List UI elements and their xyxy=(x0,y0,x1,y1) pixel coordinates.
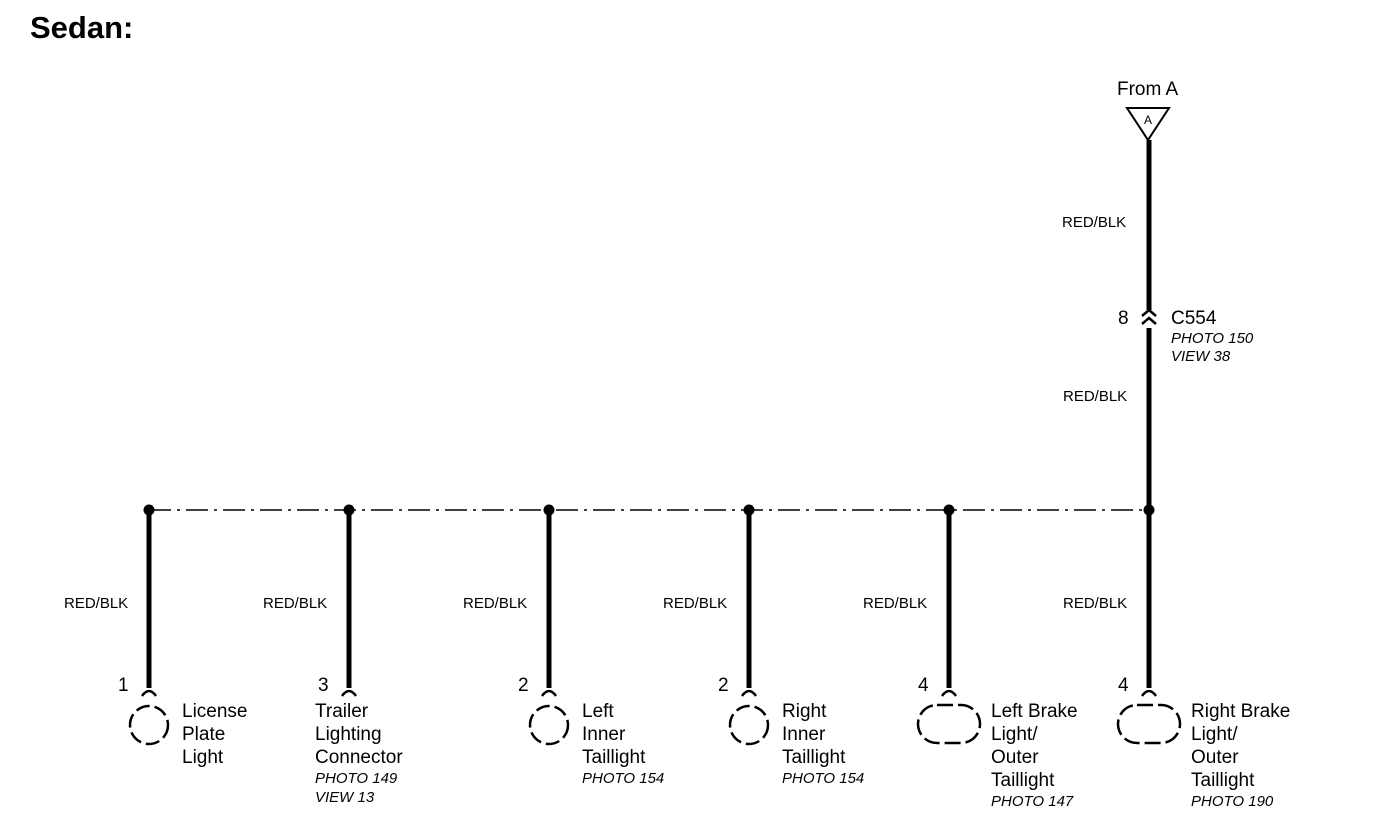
component-name-line: Connector xyxy=(315,747,403,768)
pin-number: 1 xyxy=(118,675,129,696)
component-photo-ref: PHOTO 154 xyxy=(782,770,865,787)
source-triangle-icon xyxy=(1125,107,1171,142)
terminal-icon xyxy=(1140,689,1158,697)
component-name-line: Outer xyxy=(1191,747,1239,768)
right-inner-taillight-bulb-icon xyxy=(728,704,770,746)
pin-number: 4 xyxy=(918,675,929,696)
connector-name: C554 xyxy=(1171,308,1217,329)
component-license-plate-light: License Plate Light xyxy=(182,700,248,769)
terminal-icon xyxy=(740,689,758,697)
component-name-line: Left xyxy=(582,701,614,722)
wire-color-label: RED/BLK xyxy=(863,595,928,612)
left-brake-light-bulb-icon xyxy=(916,703,982,745)
component-name-line: Plate xyxy=(182,724,226,745)
pin-number: 4 xyxy=(1118,675,1129,696)
component-name-line: Taillight xyxy=(582,747,646,768)
component-left-inner-taillight: Left Inner Taillight PHOTO 154 xyxy=(582,700,664,788)
right-brake-light-bulb-icon xyxy=(1116,703,1182,745)
connector-pin-number: 8 xyxy=(1118,308,1129,329)
component-name-line: License xyxy=(182,701,248,722)
wire-color-label: RED/BLK xyxy=(263,595,328,612)
component-name-line: Light/ xyxy=(1191,724,1238,745)
terminal-icon xyxy=(140,689,158,697)
wire-color-label: RED/BLK xyxy=(64,595,129,612)
component-photo-ref: PHOTO 154 xyxy=(582,770,665,787)
wire-color-label: RED/BLK xyxy=(1063,388,1128,405)
pin-number: 3 xyxy=(318,675,329,696)
connector-view-ref: VIEW 38 xyxy=(1171,348,1231,365)
component-name-line: Inner xyxy=(782,724,826,745)
component-name-line: Trailer xyxy=(315,701,369,722)
component-name-line: Light/ xyxy=(991,724,1038,745)
terminal-icon xyxy=(540,689,558,697)
component-name-line: Taillight xyxy=(1191,770,1255,791)
component-view-ref: VIEW 13 xyxy=(315,789,375,806)
component-name-line: Lighting xyxy=(315,724,382,745)
component-name-line: Right Brake xyxy=(1191,701,1291,722)
terminal-icon xyxy=(340,689,358,697)
source-marker: A xyxy=(1144,113,1152,127)
component-name-line: Light xyxy=(182,747,224,768)
component-name-line: Outer xyxy=(991,747,1039,768)
component-photo-ref: PHOTO 190 xyxy=(1191,793,1274,810)
wire-color-label: RED/BLK xyxy=(663,595,728,612)
source-label: From A xyxy=(1117,79,1179,100)
component-name-line: Inner xyxy=(582,724,626,745)
connector-photo-ref: PHOTO 150 xyxy=(1171,330,1254,347)
wire-color-label: RED/BLK xyxy=(463,595,528,612)
component-name-line: Taillight xyxy=(991,770,1055,791)
left-inner-taillight-bulb-icon xyxy=(528,704,570,746)
component-name-line: Taillight xyxy=(782,747,846,768)
component-trailer-lighting-connector: Trailer Lighting Connector PHOTO 149 VIE… xyxy=(315,700,403,807)
terminal-icon xyxy=(940,689,958,697)
component-right-inner-taillight: Right Inner Taillight PHOTO 154 xyxy=(782,700,864,788)
component-name-line: Left Brake xyxy=(991,701,1078,722)
component-left-brake-light: Left Brake Light/ Outer Taillight PHOTO … xyxy=(991,700,1078,811)
component-right-brake-light: Right Brake Light/ Outer Taillight PHOTO… xyxy=(1191,700,1290,811)
pin-number: 2 xyxy=(518,675,529,696)
connector-c554-icon xyxy=(1141,308,1157,325)
license-plate-light-bulb-icon xyxy=(128,704,170,746)
wire-color-label: RED/BLK xyxy=(1063,595,1128,612)
component-photo-ref: PHOTO 149 xyxy=(315,770,398,787)
page-title: Sedan: xyxy=(30,10,134,45)
component-photo-ref: PHOTO 147 xyxy=(991,793,1074,810)
component-name-line: Right xyxy=(782,701,827,722)
wire-color-label: RED/BLK xyxy=(1062,214,1127,231)
pin-number: 2 xyxy=(718,675,729,696)
